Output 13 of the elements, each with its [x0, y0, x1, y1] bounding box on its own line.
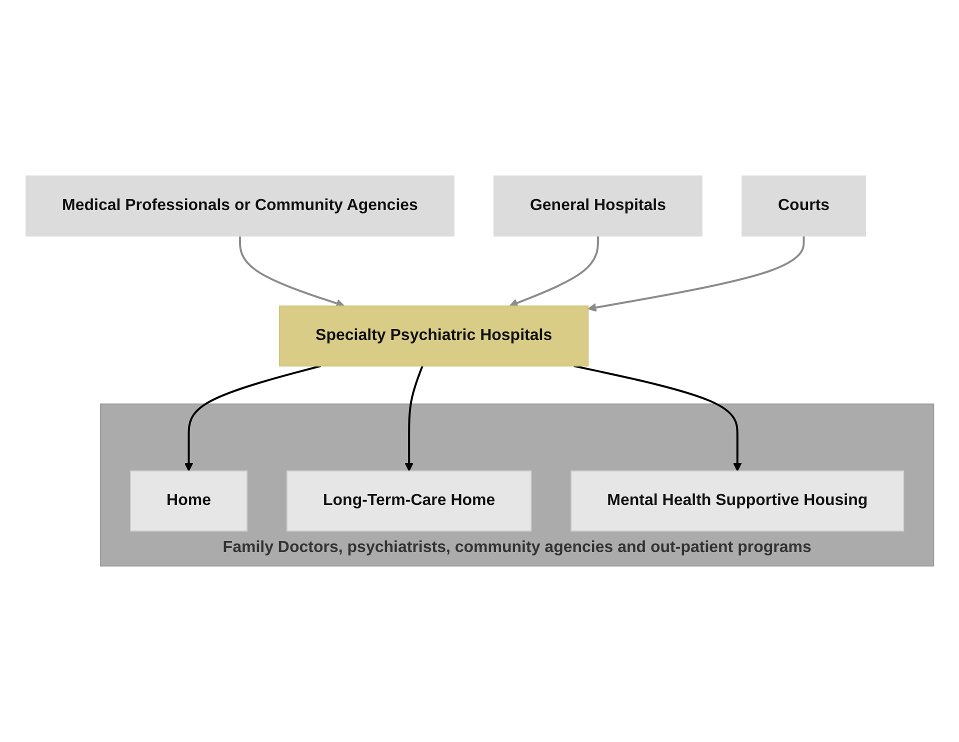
arrow — [587, 236, 804, 312]
arrow — [573, 365, 742, 472]
node-box: General Hospitals — [493, 176, 702, 236]
node-box: Specialty Psychiatric Hospitals — [278, 306, 588, 366]
node-box: Courts — [741, 176, 866, 236]
node-box: Home — [130, 470, 248, 532]
arrow — [238, 236, 344, 308]
node-box: Mental Health Supportive Housing — [570, 470, 904, 532]
arrow — [184, 365, 321, 472]
node-box: Medical Professionals or Community Agencies — [25, 176, 454, 236]
node-box: Long-Term-Care Home — [286, 470, 532, 532]
arrow — [404, 366, 423, 472]
arrow — [508, 236, 599, 308]
